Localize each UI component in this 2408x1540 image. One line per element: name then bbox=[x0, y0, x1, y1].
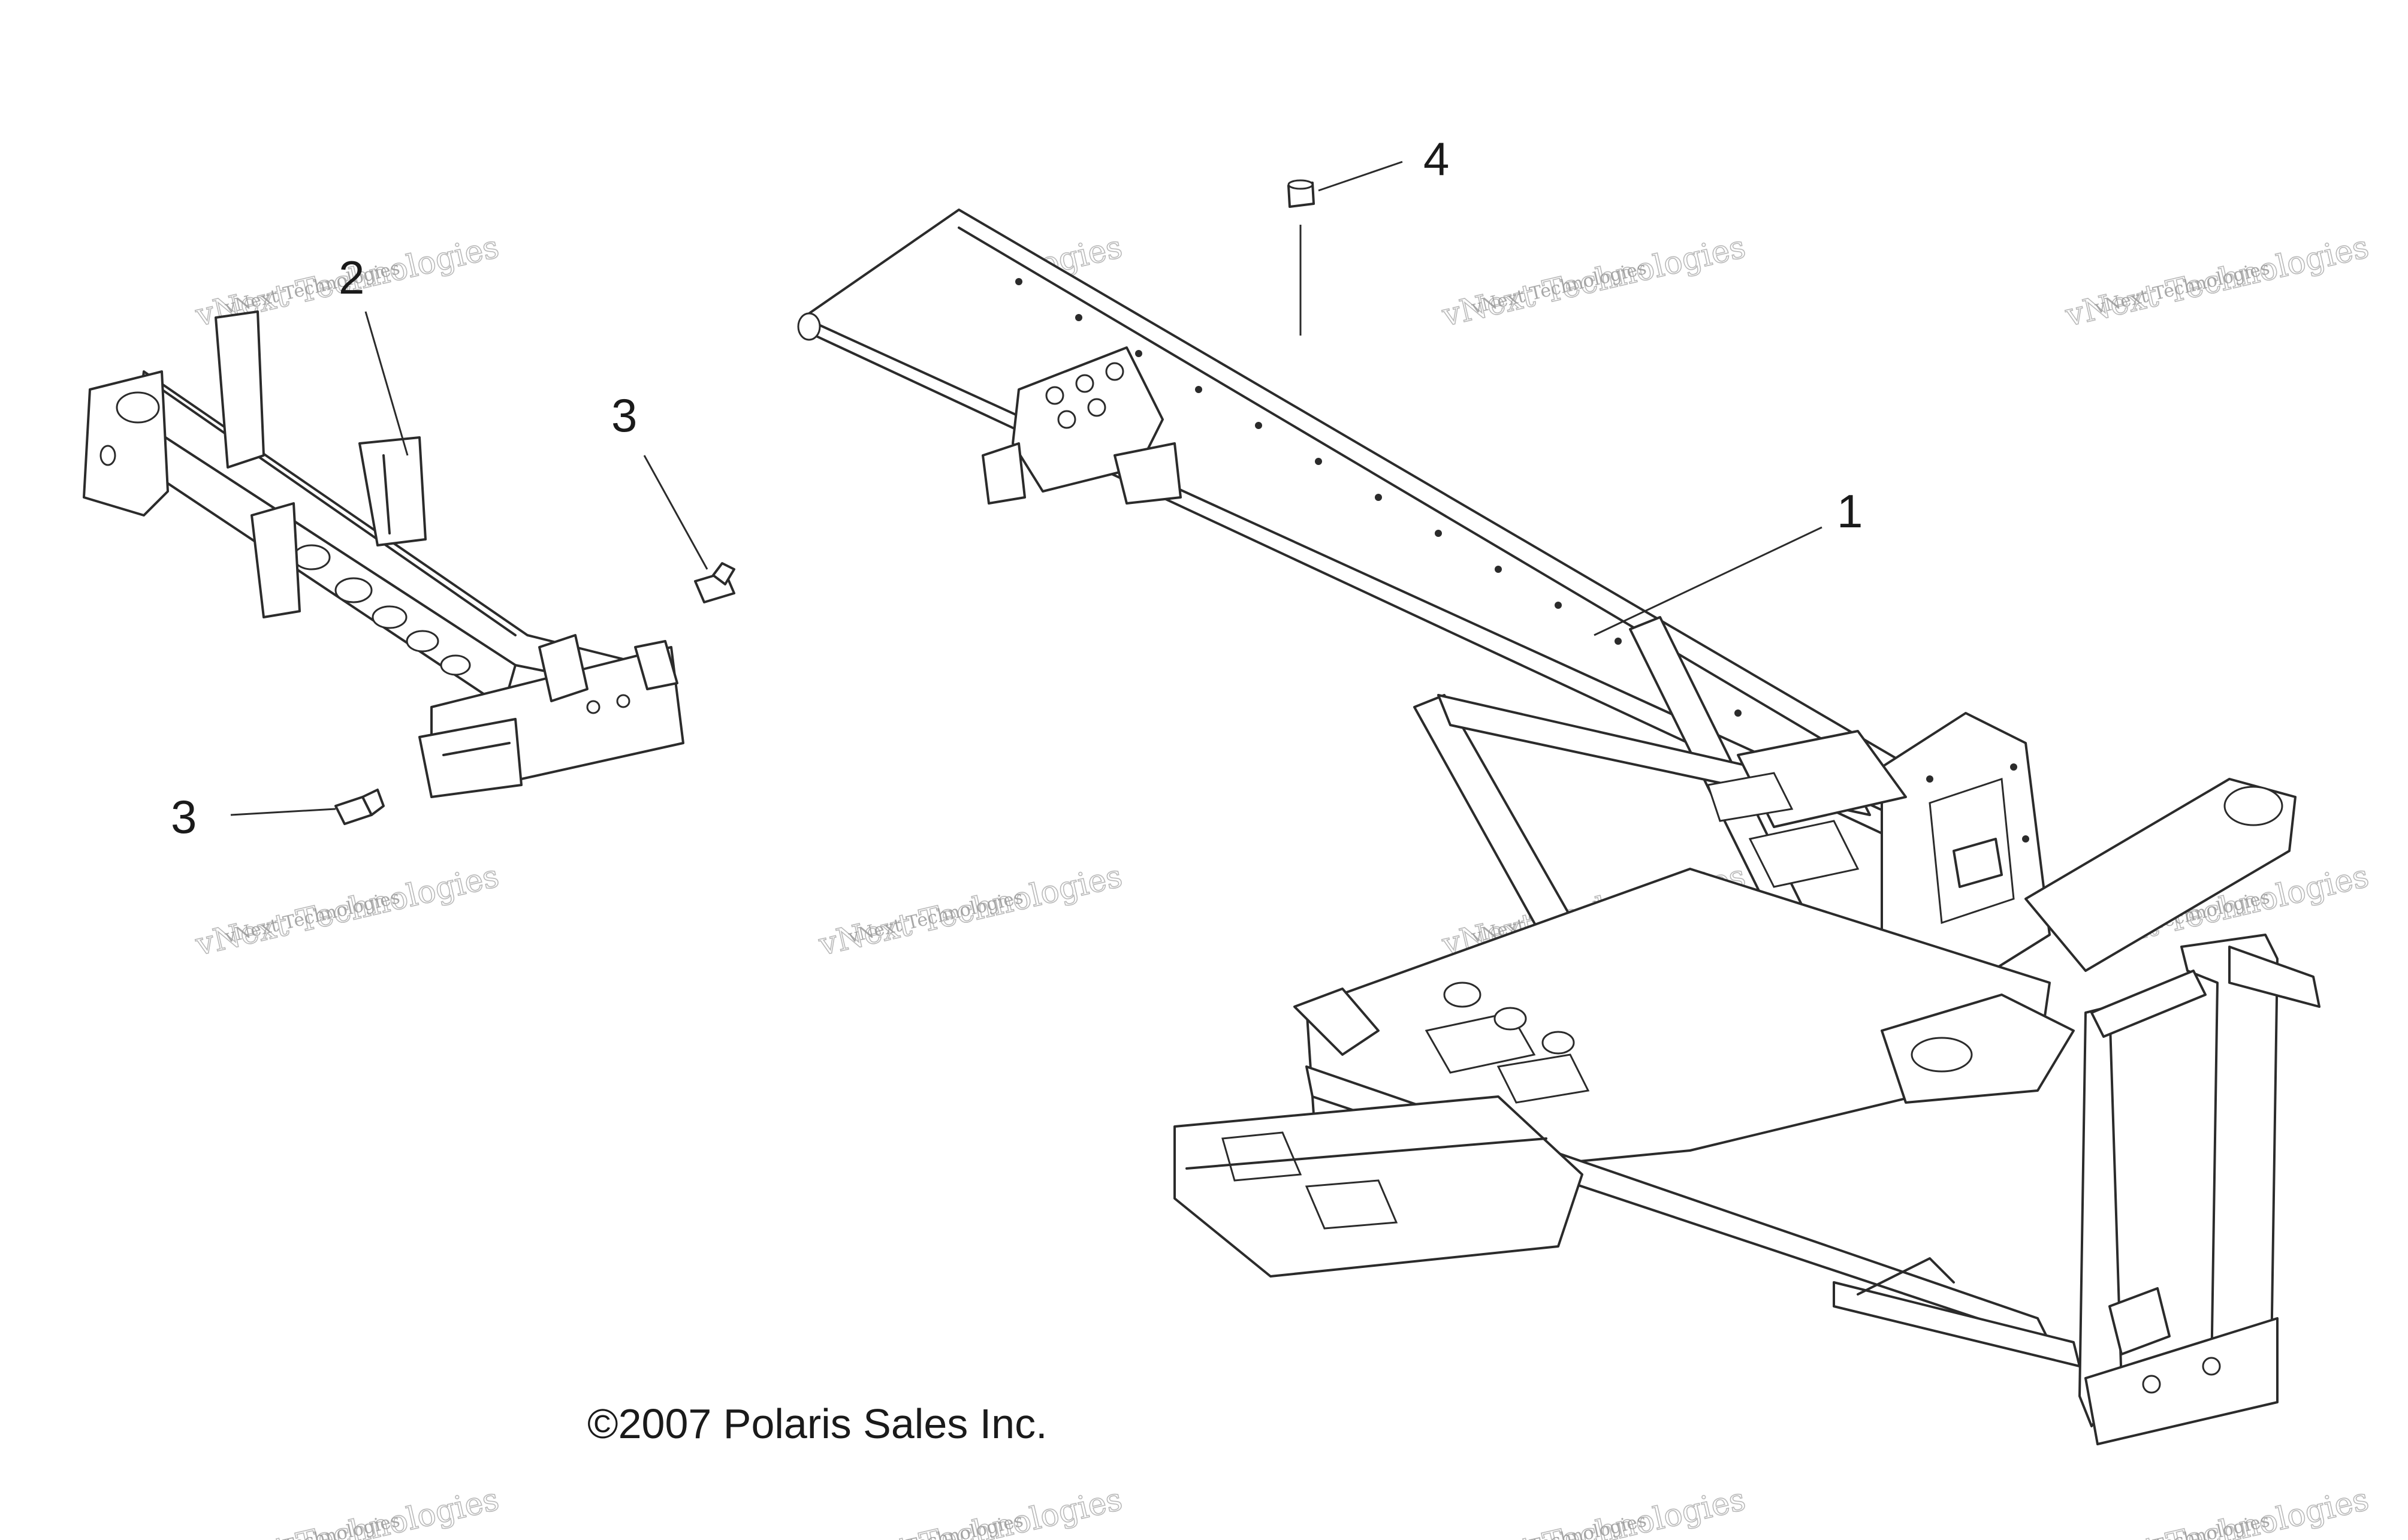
svg-text:2: 2 bbox=[339, 251, 364, 304]
svg-text:3: 3 bbox=[171, 790, 197, 843]
main-frame[interactable] bbox=[797, 209, 2321, 1445]
watermark: vNext Technologies vNext Technologies bbox=[2062, 228, 2373, 334]
callout-1: 1 bbox=[1594, 485, 1863, 636]
svg-text:4: 4 bbox=[1423, 132, 1449, 185]
callout-4: 4 bbox=[1318, 132, 1449, 192]
watermark: vNext Technologies vNext Technologies bbox=[192, 857, 503, 963]
callout-2: 2 bbox=[339, 251, 409, 456]
watermark: vNext Technologies vNext Technologies bbox=[192, 1481, 503, 1540]
watermark: vNext Technologies vNext Technologies bbox=[815, 857, 1126, 963]
bolt-upper[interactable] bbox=[694, 562, 735, 603]
bolt-lower[interactable] bbox=[334, 789, 385, 825]
copyright-notice: ©2007 Polaris Sales Inc. bbox=[587, 1400, 1048, 1447]
svg-text:1: 1 bbox=[1837, 485, 1863, 538]
rail-holes bbox=[1015, 278, 1742, 717]
watermark: vNext Technologies vNext Technologies bbox=[1438, 1481, 1749, 1540]
callout-3-lower: 3 bbox=[171, 790, 336, 843]
watermark: vNext Technologies vNext Technologies bbox=[815, 1481, 1126, 1540]
nut[interactable] bbox=[1287, 179, 1315, 208]
watermark: vNext Technologies vNext Technologies bbox=[2062, 1481, 2373, 1540]
svg-text:3: 3 bbox=[611, 389, 637, 442]
callout-3-upper: 3 bbox=[611, 389, 708, 570]
watermark: vNext Technologies vNext Technologies bbox=[1438, 228, 1749, 334]
front-crossmember[interactable] bbox=[83, 310, 684, 798]
